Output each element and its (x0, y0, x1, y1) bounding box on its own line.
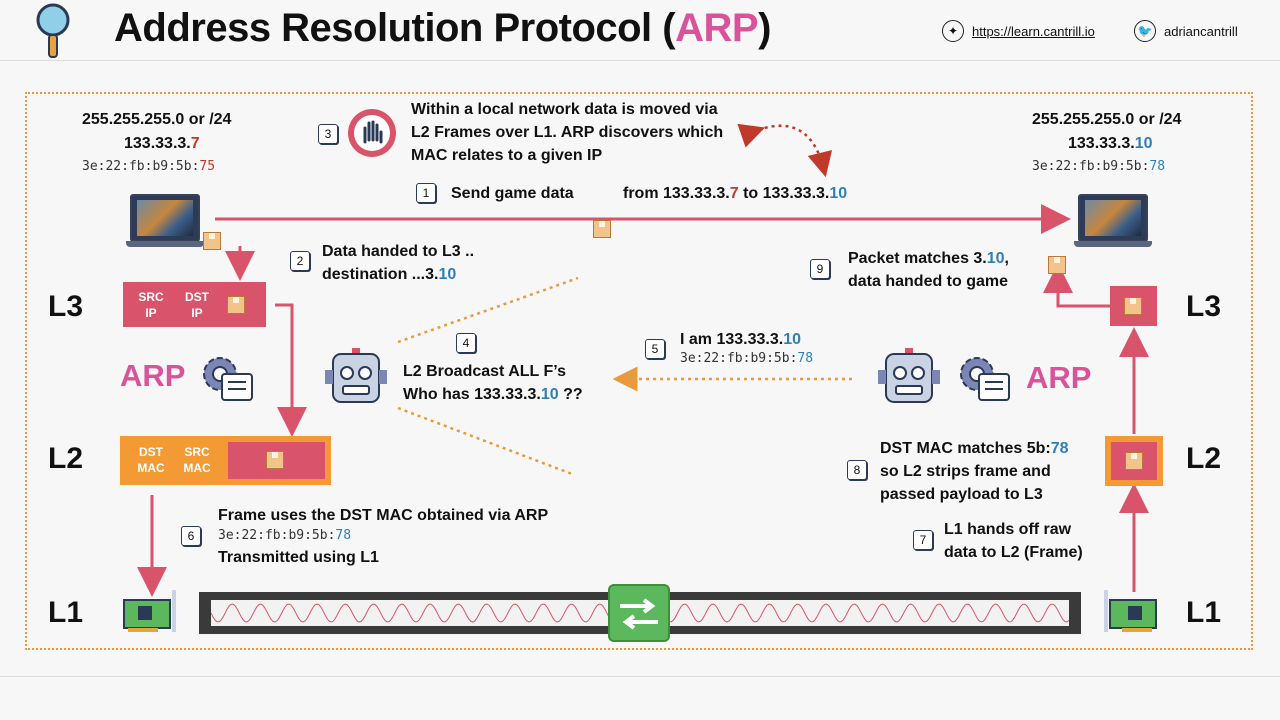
frame-payload (228, 442, 325, 479)
step-4-badge: 4 (456, 333, 476, 353)
twitter-link[interactable]: 🐦 adriancantrill (1134, 20, 1238, 42)
right-l3-packet (1110, 286, 1157, 326)
arrow-l3-to-l2 (275, 303, 307, 437)
step-1-label-b: from 133.33.3.7 to 133.33.3.10 (623, 185, 848, 202)
footer-divider (0, 676, 1280, 677)
left-l2-frame: DST MAC SRC MAC (120, 436, 331, 485)
page-title: Address Resolution Protocol (ARP) (114, 6, 771, 50)
arp-gear-icon-left (198, 352, 256, 402)
dst-ip-label: DST IP (185, 289, 209, 320)
step-9-text: Packet matches 3.10,data handed to game (848, 250, 1009, 290)
layer-l3-right: L3 (1186, 290, 1222, 323)
step-1-label-a: Send game data (451, 185, 574, 202)
right-mask: 255.255.255.0 or /24 (1032, 111, 1182, 128)
website-url[interactable]: https://learn.cantrill.io (972, 23, 1095, 39)
right-packet-icon (1048, 256, 1066, 274)
left-laptop-icon (126, 194, 204, 248)
step-5-text: I am 133.33.3.10 (680, 331, 801, 348)
compass-icon: ✦ (942, 20, 964, 42)
robot-icon-left (325, 348, 387, 406)
step-9-badge: 9 (810, 259, 830, 279)
step-1-badge: 1 (416, 183, 436, 203)
right-l2-frame (1105, 436, 1163, 486)
dst-mac-label: DST MAC (137, 445, 165, 475)
nic-icon-right (1100, 588, 1158, 634)
step-5-mac: 3e:22:fb:b9:5b:78 (680, 351, 814, 366)
step-3-badge: 3 (318, 124, 338, 144)
twitter-icon: 🐦 (1134, 20, 1156, 42)
src-ip-label: SRC IP (138, 289, 164, 320)
logo-magnifier-icon (34, 2, 74, 60)
frame-payload-icon (266, 451, 284, 469)
step-3-text: Within a local network data is moved via… (411, 101, 724, 164)
step-6-badge: 6 (181, 526, 201, 546)
left-packet-icon (203, 232, 221, 250)
arp-label-right: ARP (1026, 360, 1092, 395)
step-6-mac: 3e:22:fb:b9:5b:78 (218, 528, 352, 543)
arp-label-left: ARP (120, 358, 186, 393)
stop-hand-icon (347, 108, 397, 158)
step-8-badge: 8 (847, 460, 867, 480)
right-ip: 133.33.3.10 (1068, 135, 1153, 152)
layer-l3-left: L3 (48, 290, 84, 323)
layer-l1-left: L1 (48, 596, 84, 629)
src-mac-label: SRC MAC (183, 445, 211, 475)
right-l3-payload-icon (1124, 297, 1142, 315)
step-7-badge: 7 (913, 530, 933, 550)
step-2-badge: 2 (290, 251, 310, 271)
arrow-l3-to-app-right (1043, 263, 1110, 308)
website-link[interactable]: ✦ https://learn.cantrill.io (942, 20, 1095, 42)
left-mac: 3e:22:fb:b9:5b:75 (82, 159, 216, 174)
step-1-packet-icon (593, 220, 611, 238)
layer-l2-right: L2 (1186, 442, 1222, 475)
robot-icon-right (878, 348, 940, 406)
broadcast-line-top (397, 276, 579, 344)
l3-payload-icon (227, 295, 245, 314)
step-2-text: Data handed to L3 ..destination ...3.10 (322, 243, 475, 283)
nic-icon-left (122, 588, 180, 634)
right-laptop-icon (1074, 194, 1152, 248)
broadcast-line-bottom (397, 406, 573, 476)
header-divider (0, 60, 1280, 61)
layer-l1-right: L1 (1186, 596, 1222, 629)
left-mask: 255.255.255.0 or /24 (82, 111, 232, 128)
dotted-curve-arrow (737, 123, 833, 178)
step-5-badge: 5 (645, 339, 665, 359)
left-l3-packet: SRC IP DST IP (123, 282, 266, 327)
left-ip: 133.33.3.7 (124, 135, 200, 152)
step-6-line1: Frame uses the DST MAC obtained via ARP (218, 507, 549, 524)
layer-l2-left: L2 (48, 442, 84, 475)
step-6-line3: Transmitted using L1 (218, 549, 379, 566)
right-l2-payload-icon (1125, 452, 1143, 470)
arp-gear-icon-right (955, 352, 1013, 402)
switch-icon (608, 584, 670, 642)
twitter-handle: adriancantrill (1164, 23, 1238, 39)
right-mac: 3e:22:fb:b9:5b:78 (1032, 159, 1166, 174)
diagram-frame (25, 92, 1253, 650)
